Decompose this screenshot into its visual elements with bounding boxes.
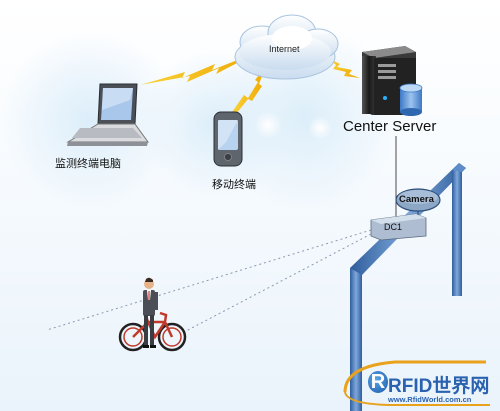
watermark-brand: RFID世界网 — [388, 376, 490, 397]
reader-label: DC1 — [384, 222, 403, 232]
database-icon — [399, 83, 423, 116]
internet-label: Internet — [269, 44, 300, 54]
wireless-link-internet-server — [328, 58, 360, 78]
monitoring-terminal-label: 监测终端电脑 — [55, 157, 121, 170]
mobile-phone-icon — [213, 111, 243, 167]
wireless-link-laptop-internet — [140, 52, 258, 85]
background-glows — [0, 23, 400, 213]
camera-icon — [395, 188, 441, 218]
watermark-site: www.RfidWorld.com.cn — [388, 395, 472, 404]
mobile-terminal-label: 移动终端 — [212, 178, 256, 191]
wireless-link-mobile-internet — [232, 66, 266, 114]
center-server-label: Center Server — [343, 118, 437, 135]
rfid-reader-icon — [370, 213, 427, 241]
cloud-icon — [234, 14, 339, 80]
logo-r-badge: R — [368, 371, 388, 393]
cyclist-icon — [118, 277, 187, 352]
camera-label: Camera — [399, 194, 434, 205]
detection-field — [46, 229, 372, 332]
laptop-icon — [66, 83, 149, 146]
rfidworld-logo — [343, 360, 490, 406]
